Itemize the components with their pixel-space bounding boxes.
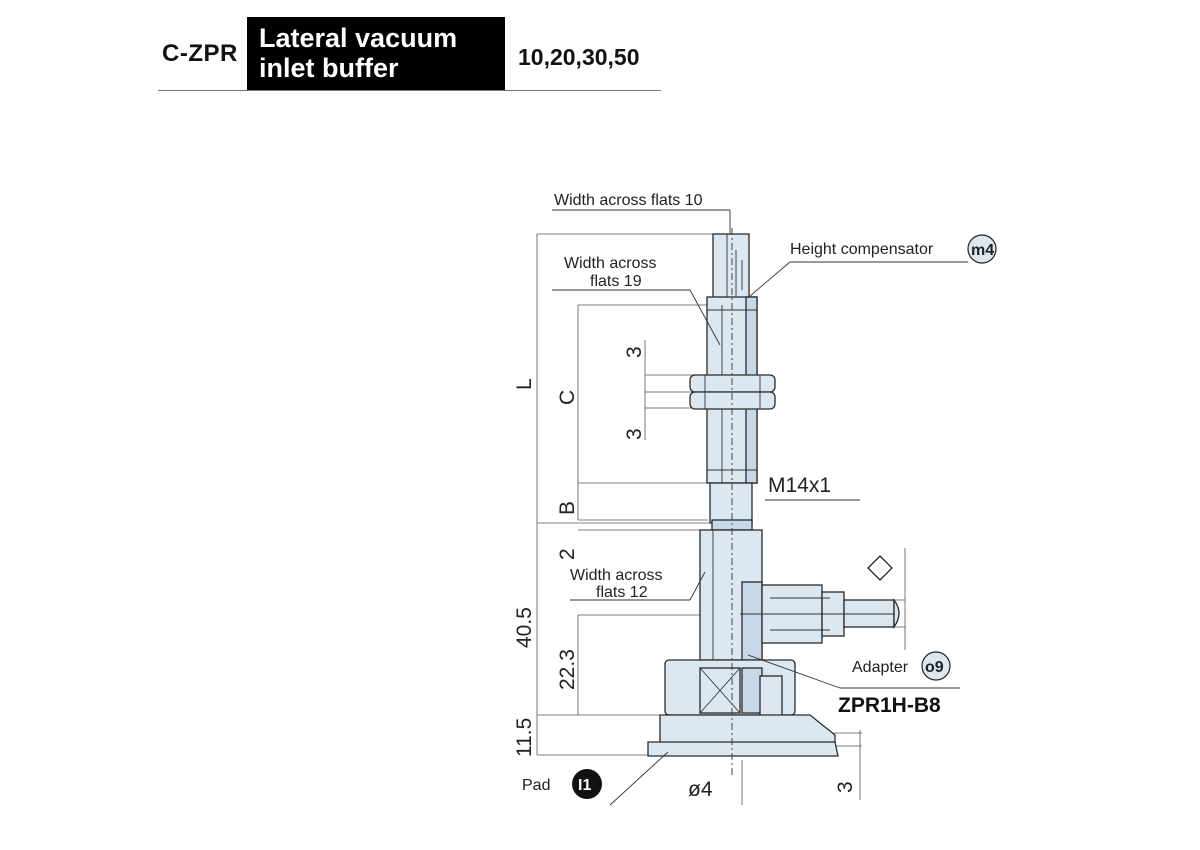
title-line-2: inlet buffer — [259, 53, 399, 83]
label-pad: Pad — [522, 777, 550, 794]
label-width-flats-19-line2: flats 19 — [590, 273, 642, 290]
label-diameter: ø4 — [688, 778, 713, 801]
piston-rod — [712, 233, 750, 305]
label-thread: M14x1 — [768, 474, 831, 497]
leader-lines — [552, 209, 968, 806]
title-box: Lateral vacuum inlet buffer — [247, 17, 505, 91]
dim-2: 2 — [556, 548, 579, 560]
label-adapter: Adapter — [852, 659, 909, 676]
dim-L: L — [513, 378, 536, 390]
badge-m4 — [967, 234, 997, 264]
suction-pad — [647, 714, 839, 757]
dim-3-right: 3 — [834, 781, 857, 793]
badge-o9 — [921, 651, 951, 681]
dim-11-5: 11.5 — [513, 718, 536, 757]
label-adapter-model: ZPR1H-B8 — [838, 694, 941, 717]
label-width-flats-12-line2: flats 12 — [596, 584, 648, 601]
label-width-flats-12-line1: Width across — [570, 567, 662, 584]
dimension-lines — [536, 233, 906, 805]
title-line-1: Lateral vacuum — [259, 23, 458, 53]
pad-adapter — [664, 659, 796, 727]
dim-3-bottom: 3 — [623, 428, 646, 440]
label-width-flats-19-line1: Width across — [564, 255, 656, 272]
dim-22-3: 22.3 — [556, 649, 579, 690]
badge-o9-text: o9 — [925, 659, 944, 676]
dim-B: B — [556, 501, 579, 515]
header-rule — [158, 90, 661, 91]
model-code: C-ZPR — [162, 40, 238, 67]
dim-3-top: 3 — [623, 346, 646, 358]
badge-m4-text: m4 — [971, 242, 994, 259]
label-height-compensator: Height compensator — [790, 241, 934, 258]
badge-i1 — [572, 769, 602, 799]
label-width-flats-10: Width across flats 10 — [554, 192, 703, 209]
threaded-shank — [709, 482, 753, 531]
dim-40-5: 40.5 — [513, 607, 536, 648]
inlet-block — [699, 529, 763, 661]
badge-i1-text: I1 — [578, 777, 591, 794]
dim-C: C — [556, 390, 579, 405]
size-list: 10,20,30,50 — [518, 44, 640, 70]
diamond-symbol — [867, 555, 893, 581]
side-fitting — [740, 584, 900, 644]
